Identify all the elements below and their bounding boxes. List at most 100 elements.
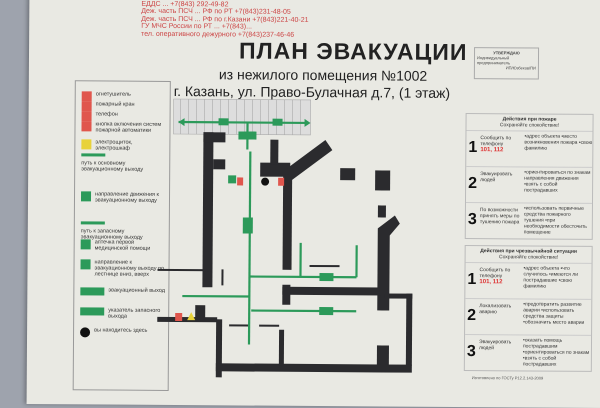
reserve-exit-sign-icon — [80, 307, 104, 315]
approval-line: ИП/Юзбеков/ПИ — [477, 65, 536, 70]
wall — [310, 265, 340, 267]
exit-direction-icon — [319, 273, 333, 281]
panel-subheading: Сохраняйте спокойствие! — [466, 254, 592, 261]
exit-direction-icon — [81, 191, 91, 201]
wall — [195, 305, 205, 319]
approval-stamp: УТВЕРЖДАЮ Индивидуальный предприниматель… — [474, 47, 539, 79]
emergency-contacts: ЕДДС ... +7(843) 292-49-82 Деж. часть ПС… — [141, 1, 309, 39]
step-action: По возможности принять меры по тушению п… — [480, 207, 520, 225]
step-action-text: Локализовать аварию — [479, 303, 519, 315]
legend-label: вы находитесь здесь — [94, 327, 147, 333]
exit-direction-icon — [273, 119, 283, 126]
exit-sign-icon — [238, 131, 256, 139]
wall — [282, 285, 290, 305]
route-line — [300, 243, 356, 277]
route-line — [249, 277, 356, 278]
legend-item: вы находитесь здесь — [80, 327, 166, 338]
evacuation-plan-sign: ЕДДС ... +7(843) 292-49-82 Деж. часть ПС… — [27, 0, 600, 408]
exit-direction-icon — [219, 118, 229, 125]
walls — [157, 132, 414, 379]
wall — [259, 325, 279, 327]
step-bullets: •использовать первичные средства пожарно… — [524, 205, 592, 235]
exit-sign-icon — [80, 287, 104, 295]
wall — [375, 170, 390, 190]
step-number: 3 — [467, 343, 476, 361]
legend-label: огнетушитель — [96, 91, 131, 97]
wall — [221, 269, 223, 285]
legend-item: аптечка первой медицинской помощи — [81, 239, 167, 252]
legend-label: направление движения к эвакуационному вы… — [95, 191, 167, 204]
step-bullets: •ориентироваться по знакам направления д… — [524, 169, 592, 193]
first-aid-icon — [81, 239, 91, 249]
wall — [213, 159, 225, 169]
step-number: 1 — [468, 139, 477, 157]
legend-item: путь к основному эвакуационному выходу — [81, 153, 167, 173]
step-action: Эвакуировать людей — [479, 339, 519, 351]
exit-direction-icon — [243, 217, 253, 233]
fire-extinguisher-icon — [278, 178, 284, 186]
emergency-phone: 101, 112 — [480, 147, 520, 153]
wall — [202, 132, 213, 287]
wall — [216, 363, 412, 372]
stairs-direction-icon — [81, 259, 91, 269]
step-number: 1 — [467, 271, 476, 289]
fire-hydrant-icon — [237, 177, 243, 185]
you-are-here-icon — [80, 327, 90, 337]
legend-item: телефон — [82, 111, 168, 122]
legend-item: пожарный кран — [82, 101, 168, 112]
legend-item: электрощиток, электрошкаф — [81, 139, 167, 152]
legend-item: огнетушитель — [82, 91, 168, 102]
step-action-text: Сообщить по телефону — [479, 267, 519, 279]
wall — [283, 175, 293, 270]
wall — [229, 324, 249, 326]
wall — [158, 269, 213, 271]
step-bullets: •предотвратить развитие аварии •использо… — [523, 301, 591, 325]
electrical-hazard-icon — [81, 139, 91, 149]
electrical-hazard-icon — [187, 312, 195, 320]
step-action: Локализовать аварию — [479, 303, 519, 315]
step-bullets: •адрес объекта •что случилось •имеются л… — [523, 265, 591, 289]
step-number: 3 — [468, 211, 477, 229]
wall — [203, 132, 225, 142]
fire-extinguisher-icon — [175, 313, 182, 321]
legend-item: направление движения к эвакуационному вы… — [81, 191, 167, 204]
step-bullets: •адрес объекта •место возникновения пожа… — [524, 133, 592, 151]
wall — [285, 140, 332, 180]
wall — [279, 330, 284, 366]
step-bullets: •оказать помощь пострадавшим •ориентиров… — [523, 337, 591, 367]
legend-label: путь к основному эвакуационному выходу — [81, 160, 167, 173]
step-action-text: Сообщить по телефону — [480, 135, 520, 147]
route-line — [249, 152, 250, 345]
legend-item: кнопка включения систем пожарной автомат… — [81, 121, 167, 134]
you-are-here-icon — [261, 178, 269, 186]
wall — [406, 294, 413, 366]
floor-plan — [157, 89, 449, 381]
reserve-route-arrow-icon — [81, 221, 105, 224]
main-route-arrow-icon — [81, 153, 105, 156]
wall — [377, 345, 389, 365]
plan-subtitle-room: из нежилого помещения №1002 — [219, 66, 427, 83]
fire-extinguisher-icon — [82, 91, 92, 101]
footer-note: Изготовлено по ГОСТу Р12.2.143-2009 — [472, 375, 544, 380]
legend-item: эвакуационный выход — [80, 287, 166, 296]
legend-label: аптечка первой медицинской помощи — [95, 239, 167, 252]
stair-area — [173, 99, 310, 135]
wall — [270, 140, 278, 165]
emergency-phone: 101, 112 — [479, 279, 519, 285]
legend-item: путь к запасному эвакуационному выходу — [81, 221, 167, 241]
legend-label: кнопка включения систем пожарной автомат… — [95, 121, 167, 134]
route-line — [179, 122, 308, 123]
legend-item: направление к эвакуационному выходу по л… — [80, 259, 166, 278]
legend-label: электрощиток, электрошкаф — [95, 139, 167, 152]
step-action-text: Эвакуировать людей — [479, 339, 519, 351]
step-number: 2 — [468, 175, 477, 193]
wall — [378, 205, 386, 217]
